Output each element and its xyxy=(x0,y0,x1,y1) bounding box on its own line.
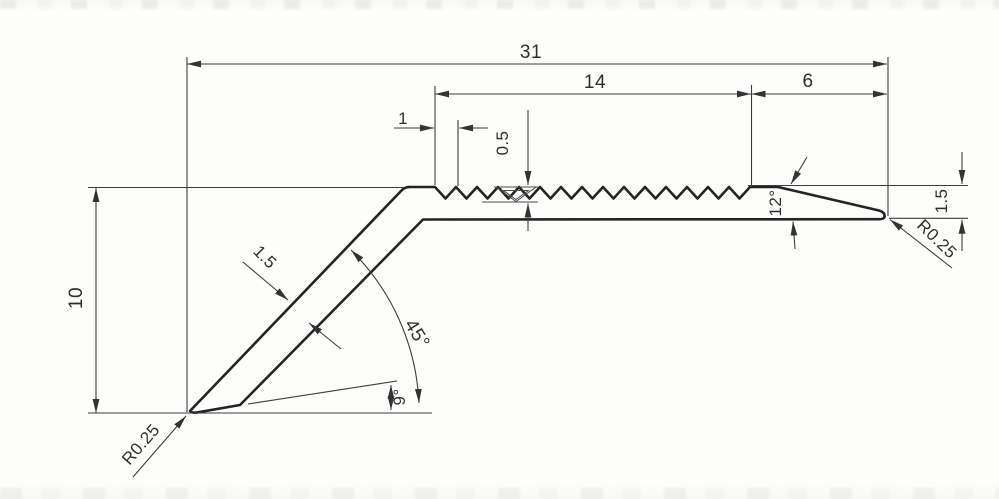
dimension-label-31: 31 xyxy=(520,42,542,63)
dimension-label-left-radius: R0.25 xyxy=(118,420,163,468)
angle-arc-45 xyxy=(350,249,422,404)
dimension-label-9: 9° xyxy=(390,388,409,405)
leader-radius-right xyxy=(889,219,953,269)
leader-leg-thickness-outer xyxy=(242,261,289,301)
dimension-label-10: 10 xyxy=(66,287,87,309)
dimension-overall-width: 31 xyxy=(187,42,887,68)
dimension-serrated-length: 14 xyxy=(435,72,751,98)
dimension-right-radius: R0.25 xyxy=(889,216,960,269)
profile-outline xyxy=(188,185,886,414)
dimension-tooth-depth: 0.5 xyxy=(493,110,532,231)
dimension-label-right-thickness: 1.5 xyxy=(932,189,951,214)
reference-line-9deg xyxy=(247,380,398,405)
dimension-label-leg-thickness: 1.5 xyxy=(249,242,280,273)
dimension-label-1: 1 xyxy=(398,109,408,128)
measured-tooth-symbol xyxy=(482,186,538,203)
dimension-right-thickness: 1.5 xyxy=(932,152,966,251)
dimension-label-05: 0.5 xyxy=(493,131,512,156)
dimension-label-6: 6 xyxy=(802,71,813,92)
dimension-leg-thickness: 1.5 xyxy=(242,242,342,350)
dimension-leg-angle: 45° xyxy=(350,249,434,404)
dimension-right-section: 6 xyxy=(751,71,887,98)
dimension-tooth-pitch: 1 xyxy=(394,109,488,132)
dimension-label-right-radius: R0.25 xyxy=(913,216,960,263)
dimension-left-radius: R0.25 xyxy=(118,415,187,478)
leader-radius-left xyxy=(132,415,187,478)
leader-12-bottom xyxy=(790,221,798,250)
leader-12-top xyxy=(790,156,808,185)
dimension-leg-height: 10 xyxy=(66,188,100,413)
dimension-label-14: 14 xyxy=(584,72,606,93)
leader-leg-thickness-inner xyxy=(308,322,342,350)
dimension-nose-angle: 12° xyxy=(766,156,808,250)
profile-body-path xyxy=(188,185,886,414)
dimension-label-45: 45° xyxy=(400,316,434,353)
dimension-label-12: 12° xyxy=(766,190,785,217)
dimension-tip-angle: 9° xyxy=(387,385,409,410)
